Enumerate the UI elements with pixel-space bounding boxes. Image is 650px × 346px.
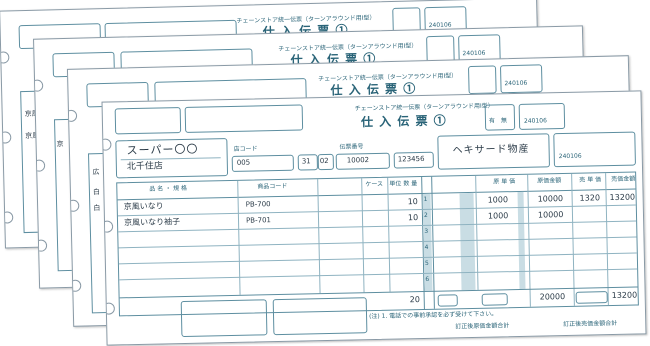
binding-hole [66,109,78,122]
order-date: 240106 [523,117,547,125]
col-header-cost-amount: 原価金額 [537,177,562,185]
month-field: 31 [297,154,318,171]
header-box [184,104,304,133]
row-number: 5 [424,259,429,267]
footer-right-label: 訂正後売価金額合計 [563,319,618,329]
total-sell-amount: 13200 [611,290,638,301]
header-note: チェーンストア統一伝票（ターンアラウンド用Ⅰ型） [354,102,494,113]
total-label-box [437,294,458,307]
header-box [114,107,182,135]
footer-box [180,299,268,338]
item-cost-amount: 10000 [537,194,564,204]
binding-hole [0,51,10,64]
item-cost-price: 1000 [487,195,509,205]
col-header-cost-price: 原 単 価 [493,178,516,186]
slip-number: 10002 [346,156,370,165]
month-value: 31 [301,157,311,166]
form-copy-1: チェーンストア統一伝票（ターンアラウンド用Ⅰ型） 仕 入 伝 票 ① 有 無 2… [101,90,647,346]
partner-code: 123456 [397,154,425,164]
footer-box [272,297,368,336]
col-header-product-name: 品 名 ・ 規 格 [149,184,188,193]
store-code-field: 005 [231,154,294,172]
item-name-fragment: 京 [56,140,64,149]
store-code-label: 店コード [233,145,258,153]
binding-hole [33,79,44,92]
row-number: 6 [425,275,430,283]
store-code-value: 005 [236,158,251,167]
item-cost-amount: 10000 [537,210,564,220]
col-header-sell-amount: 売価金額 [611,175,636,184]
item-sell-amount: 13200 [609,192,636,203]
total-mark-box [575,291,608,304]
item-code: PB-700 [245,200,271,209]
binding-hole [101,138,112,151]
supplier-block: ヘキサード物産 [437,133,550,170]
footer-left-label: 訂正後原価金額合計 [455,322,510,331]
supplier-name: ヘキサード物産 [452,143,530,157]
binding-hole [1,211,14,224]
slip-number-field: 10002 [335,152,390,170]
check-mark-no: 無 [500,117,508,125]
partner-code-field: 123456 [393,151,434,169]
check-box: 有 無 [484,104,516,131]
total-cost-amount: 20000 [539,292,566,302]
col-header-unit: 単位 [389,180,402,188]
store-name: 北千住店 [126,161,163,173]
col-header-product-code: 商品コード [257,182,288,191]
total-mark-box [481,293,508,306]
row-number: 4 [424,243,429,251]
item-sell-price: 1320 [579,193,601,203]
item-name: 京風いなり袖子 [123,217,181,228]
item-name-fragment: 白 [93,204,101,213]
item-cost-price: 1000 [487,211,509,221]
remarks-note: (注) 1. 電話での事前承認を必ず受けて下さい。 [368,310,498,321]
item-code: PB-701 [245,216,272,225]
order-date: 240106 [504,79,528,88]
col-header-case: ケース [365,180,384,189]
customer-name: スーパー〇〇 [126,142,199,158]
slip-no-label: 伝票番号 [339,143,364,151]
check-box [467,65,497,95]
item-quantity: 10 [407,213,419,223]
order-date: 240106 [462,49,486,58]
form-title: 仕 入 伝 票 ① [360,113,447,130]
date-block: 240106 [553,131,636,168]
row-number: 3 [424,227,429,235]
col-header-quantity: 数 量 [403,180,418,188]
item-quantity: 10 [407,197,418,207]
item-name: 京風いなり [123,201,164,212]
item-name-fragment: 白 [92,188,101,197]
binding-hole [0,131,12,144]
row-number: 1 [423,195,428,203]
customer-block: スーパー〇〇 北千住店 [115,138,229,179]
item-name-fragment: 広 [92,168,100,177]
total-quantity: 20 [409,295,420,305]
binding-hole [101,220,114,233]
day-value: 02 [319,156,329,166]
col-header-sell-price: 売 単 価 [579,176,602,184]
row-number: 2 [423,211,428,219]
order-date-box: 240106 [518,102,566,130]
items-table: 品 名 ・ 規 格 商品コード ケース 単位 数 量 原 単 価 原価金額 売 … [116,171,639,317]
day-field: 02 [317,153,334,171]
check-mark-yes: 有 [488,117,496,125]
order-date: 240106 [558,152,582,161]
